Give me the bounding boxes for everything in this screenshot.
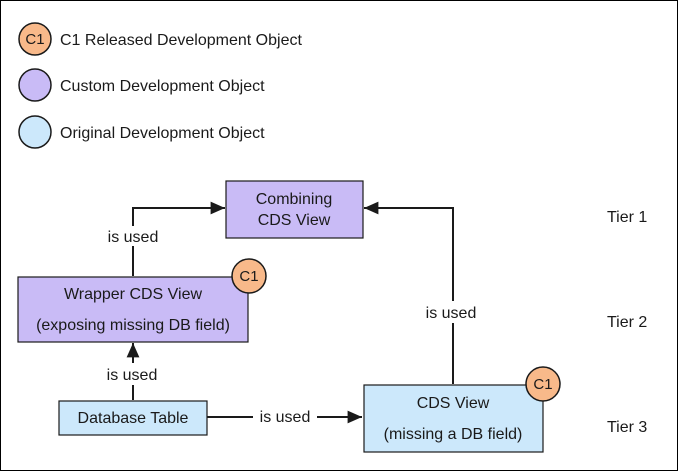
edge-cds-to-combining bbox=[364, 201, 454, 384]
edges: is used is used is used is used bbox=[100, 201, 486, 428]
node-database-table: Database Table bbox=[58, 400, 208, 436]
tier-1-label: Tier 1 bbox=[607, 209, 647, 226]
edge-label-table-to-wrapper: is used bbox=[107, 367, 158, 384]
legend-custom-label: Custom Development Object bbox=[60, 78, 265, 95]
node-database-table-label: Database Table bbox=[78, 410, 189, 427]
node-cds-view-line1: CDS View bbox=[417, 395, 490, 412]
node-combining-line1: Combining bbox=[256, 191, 332, 208]
tier-2-label: Tier 2 bbox=[607, 314, 647, 331]
edge-label-bg bbox=[253, 406, 317, 428]
tier-labels: Tier 1 Tier 2 Tier 3 bbox=[607, 209, 647, 436]
node-wrapper-line2: (exposing missing DB field) bbox=[36, 317, 230, 334]
legend-item-released: C1 C1 Released Development Object bbox=[18, 22, 302, 56]
edge-wrapper-to-combining bbox=[132, 201, 225, 276]
legend-badge-label: C1 bbox=[25, 31, 44, 48]
edge-label-wrapper-to-combining: is used bbox=[108, 229, 159, 246]
edge-label-bg bbox=[100, 363, 166, 385]
legend: C1 C1 Released Development Object Custom… bbox=[18, 22, 302, 149]
released-badge-icon bbox=[231, 258, 267, 294]
original-object-icon bbox=[18, 115, 52, 149]
node-wrapper-cds-view: Wrapper CDS View (exposing missing DB fi… bbox=[17, 258, 267, 343]
released-badge-icon bbox=[525, 366, 561, 402]
tier-3-label: Tier 3 bbox=[607, 419, 647, 436]
node-cds-view: CDS View (missing a DB field) C1 bbox=[363, 366, 561, 453]
node-cds-view-badge: C1 bbox=[533, 376, 552, 393]
node-wrapper-badge: C1 bbox=[239, 268, 258, 285]
edge-label-bg bbox=[420, 301, 486, 323]
legend-item-custom: Custom Development Object bbox=[18, 68, 265, 102]
edge-label-cds-to-combining: is used bbox=[426, 305, 477, 322]
node-combining-cds-view: Combining CDS View bbox=[225, 180, 364, 239]
released-badge-icon bbox=[18, 22, 52, 56]
edge-label-bg bbox=[100, 226, 166, 246]
node-wrapper-line1: Wrapper CDS View bbox=[64, 286, 203, 303]
edge-label-table-to-cds: is used bbox=[260, 409, 311, 426]
node-combining-line2: CDS View bbox=[258, 212, 331, 229]
legend-released-label: C1 Released Development Object bbox=[60, 32, 302, 49]
custom-object-icon bbox=[18, 68, 52, 102]
legend-original-label: Original Development Object bbox=[60, 125, 265, 142]
node-cds-view-line2: (missing a DB field) bbox=[384, 426, 523, 443]
legend-item-original: Original Development Object bbox=[18, 115, 265, 149]
